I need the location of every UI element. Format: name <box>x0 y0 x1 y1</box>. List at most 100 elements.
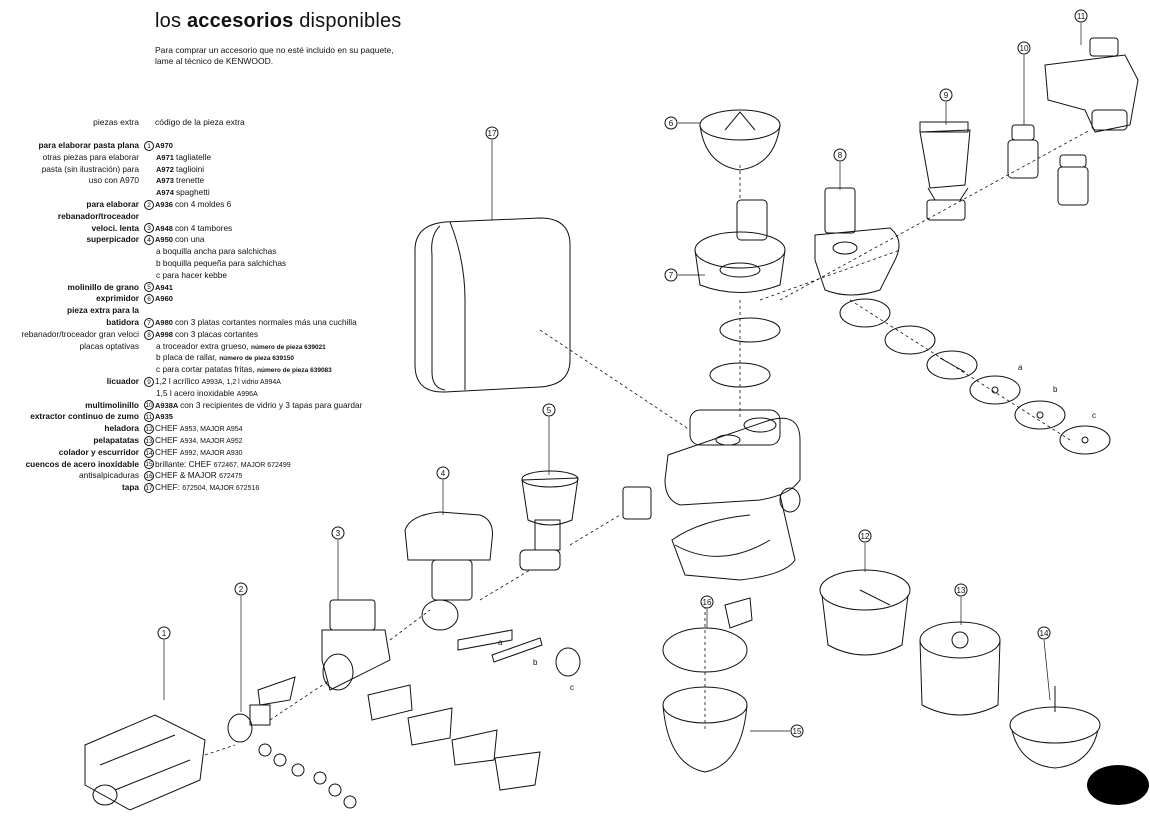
callout-leaders <box>163 23 1082 732</box>
accessory-value: 1,5 l acero inoxidable A996A <box>144 388 258 401</box>
accessory-value: A974 spaghetti <box>144 187 210 199</box>
accessory-row: a boquilla ancha para salchichas <box>0 246 520 258</box>
intro-text: Para comprar un accesorio que no esté in… <box>155 45 455 67</box>
variant-letter: b <box>533 658 538 667</box>
part-number: número de pieza 639083 <box>257 367 332 375</box>
part-code: A948 <box>155 223 176 233</box>
item-number-badge: 5 <box>144 282 154 293</box>
accessory-value: b placa de rallar, número de pieza 63915… <box>144 352 294 365</box>
callout-circle <box>436 466 450 480</box>
item-number-badge: 14 <box>144 447 154 458</box>
accessory-value: c para hacer kebbe <box>144 270 227 282</box>
part-description: CHEF: <box>155 482 183 493</box>
pasta-roller-illustration <box>84 714 206 811</box>
accessory-label: rebanador/troceador <box>57 210 139 221</box>
part-description: b boquilla pequeña para salchichas <box>156 257 287 268</box>
part-code: A998 <box>155 329 176 339</box>
part-variants: A996A <box>236 390 258 398</box>
callout-circle <box>858 529 872 543</box>
part-number: número de pieza 639150 <box>219 355 294 363</box>
callout-number: 15 <box>793 727 802 736</box>
splash-guard-illustration <box>662 597 753 673</box>
accessory-row: 1,5 l acero inoxidable A996A <box>0 388 520 400</box>
accessory-row: b boquilla pequeña para salchichas <box>0 258 520 270</box>
part-description: spaghetti <box>176 187 210 198</box>
part-description: 1,5 l acero inoxidable <box>156 387 237 398</box>
accessory-label: otras piezas para elaborar <box>42 151 139 162</box>
part-code: A950 <box>155 235 176 245</box>
header-part-code: código de la pieza extra <box>155 117 245 127</box>
accessory-row: b placa de rallar, número de pieza 63915… <box>0 352 520 364</box>
callout-number: 4 <box>441 469 446 478</box>
part-number: número de pieza 639021 <box>251 343 326 351</box>
part-description: a boquilla ancha para salchichas <box>156 246 277 257</box>
part-description: con 3 recipientes de vidrio y 3 tapas pa… <box>180 399 363 410</box>
part-description: con una <box>175 234 205 245</box>
variant-letter: b <box>1053 385 1058 394</box>
accessory-label: tapa <box>121 482 139 493</box>
part-variants: A992, MAJOR A930 <box>179 449 243 457</box>
accessory-value: a troceador extra grueso, número de piez… <box>144 341 326 354</box>
accessory-value: A972 taglioini <box>144 164 204 176</box>
variant-letter: a <box>498 638 503 647</box>
accessory-label: rebanador/troceador gran veloci <box>21 328 139 339</box>
part-code: A960 <box>155 294 173 304</box>
accessory-row: pasta (sin ilustración) para A972 taglioi… <box>0 164 520 176</box>
part-code: A971 <box>156 152 177 162</box>
callout-number: 9 <box>944 91 949 100</box>
grain-mill-illustration <box>519 470 579 571</box>
page-tab-blob <box>1087 765 1149 805</box>
page-title: los accesorios disponibles <box>155 10 402 33</box>
slicer-discs-illustration <box>839 298 1111 455</box>
callout-circle <box>234 582 248 596</box>
accessory-label: cuencos de acero inoxidable <box>25 458 139 469</box>
part-description: con 4 tambores <box>175 222 233 233</box>
callout-number: 11 <box>1077 12 1086 21</box>
part-code: A973 <box>156 176 177 186</box>
pasta-maker-illustration <box>227 676 357 809</box>
accessory-label: pelapatatas <box>93 434 139 445</box>
part-variants: 672475 <box>219 473 243 481</box>
callout-circle <box>664 116 678 130</box>
accessory-value: b boquilla pequeña para salchichas <box>144 258 286 270</box>
item-number-badge: 13 <box>144 435 154 446</box>
callout-number: 2 <box>239 585 244 594</box>
accessory-row: A974 spaghetti <box>0 187 520 199</box>
part-variants: A953, MAJOR A954 <box>179 426 243 434</box>
callout-circle <box>664 268 678 282</box>
callout-circle <box>954 583 968 597</box>
accessory-row: rebanador/troceador <box>0 211 520 223</box>
ice-cream-maker-illustration <box>819 569 911 656</box>
part-description: c para hacer kebbe <box>156 269 228 280</box>
accessory-label: veloci. lenta <box>91 222 140 233</box>
accessory-label: superpicador <box>86 234 139 245</box>
accessory-label: pieza extra para la <box>67 305 139 316</box>
multi-mill-illustration <box>1007 124 1089 206</box>
mincer-illustration <box>404 511 581 677</box>
accessory-label: heladora <box>104 423 139 434</box>
callout-number: 16 <box>703 598 712 607</box>
part-code: A938A <box>155 400 181 410</box>
callout-number: 8 <box>838 151 843 160</box>
accessory-label: para elaborar <box>86 198 139 209</box>
callout-number: 10 <box>1020 44 1029 53</box>
accessory-label: pasta (sin ilustración) para <box>41 163 139 174</box>
